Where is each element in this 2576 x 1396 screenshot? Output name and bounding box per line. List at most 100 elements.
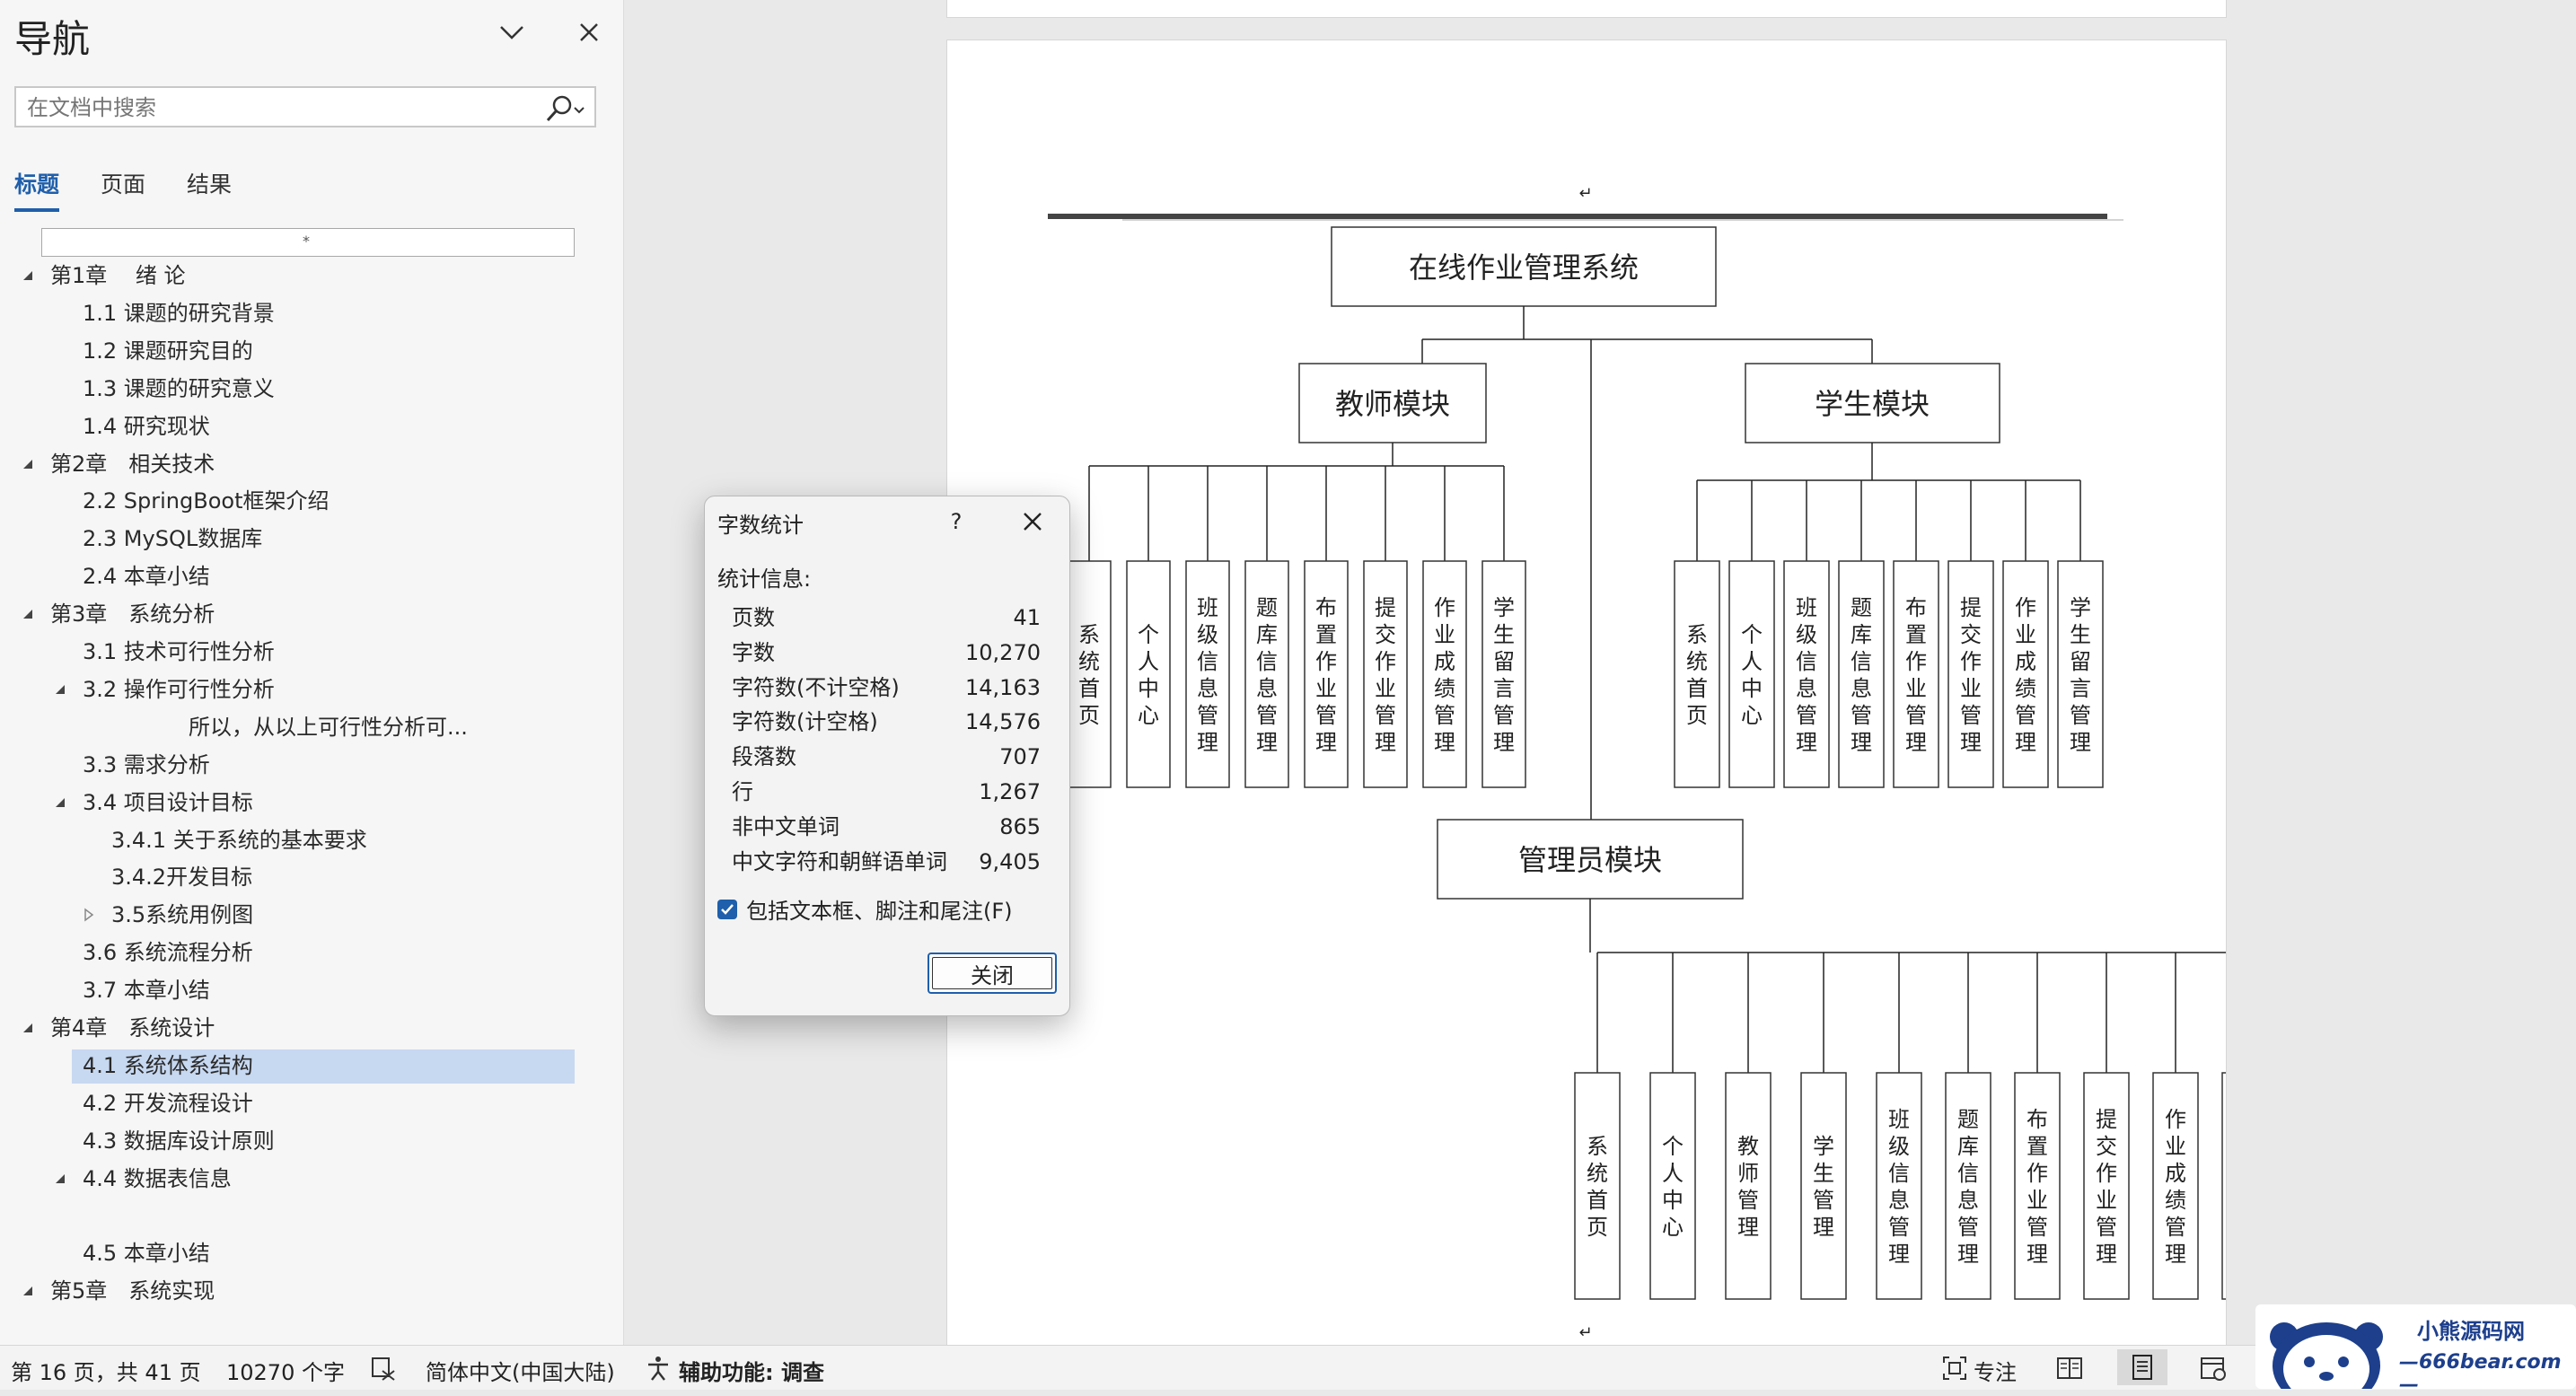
tab-pages[interactable]: 页面 [101, 171, 146, 198]
outline-label: 第2章 相关技术 [50, 451, 215, 477]
expanded-triangle-icon[interactable] [20, 606, 36, 622]
outline-item[interactable]: 3.5系统用例图 [0, 897, 623, 933]
tab-results[interactable]: 结果 [187, 171, 233, 198]
leaf-label: 作业成绩管理 [2165, 1107, 2186, 1267]
language-indicator[interactable]: 简体中文(中国大陆) [426, 1360, 615, 1385]
outline-item[interactable]: 2.2 SpringBoot框架介绍 [0, 483, 623, 519]
print-layout-button[interactable] [2117, 1349, 2167, 1385]
leaf-label: 布置作业管理 [2027, 1107, 2048, 1267]
include-textboxes-checkbox[interactable]: 包括文本框、脚注和尾注(F) [717, 893, 1013, 925]
nav-title: 导航 [14, 17, 91, 61]
focus-mode-label[interactable]: 专注 [1974, 1360, 2017, 1385]
selection-highlight [72, 1049, 575, 1084]
outline-label: 第4章 系统设计 [50, 1015, 215, 1040]
outline-label: 4.1 系统体系结构 [83, 1052, 253, 1078]
accessibility-icon[interactable] [645, 1355, 672, 1382]
outline-item[interactable]: 3.2 操作可行性分析 [0, 672, 623, 707]
expanded-triangle-icon[interactable] [52, 795, 68, 811]
outline-chapter[interactable]: 第1章 绪 论 [0, 258, 623, 294]
outline-scroll-marker[interactable]: * [41, 228, 575, 257]
admin-module-label: 管理员模块 [1518, 843, 1662, 877]
expanded-triangle-icon[interactable] [20, 268, 36, 284]
outline-item[interactable]: 3.4.1 关于系统的基本要求 [0, 822, 623, 858]
word-count-indicator[interactable]: 10270 个字 [226, 1360, 345, 1385]
outline-item[interactable]: 4.1 系统体系结构 [0, 1048, 623, 1084]
outline-item[interactable]: 3.6 系统流程分析 [0, 935, 623, 970]
expanded-triangle-icon[interactable] [20, 1020, 36, 1036]
outline-label: 2.4 本章小结 [83, 564, 210, 590]
outline-item[interactable]: 1.1 课题的研究背景 [0, 295, 623, 331]
outline-item[interactable]: 1.2 课题研究目的 [0, 333, 623, 369]
web-layout-icon[interactable] [2200, 1355, 2227, 1382]
outline-label: 3.4.1 关于系统的基本要求 [111, 827, 367, 853]
outline-item[interactable]: 3.7 本章小结 [0, 972, 623, 1008]
stat-value: 10,270 [965, 639, 1041, 665]
tab-headings[interactable]: 标题 [14, 167, 60, 212]
outline-item[interactable]: 3.1 技术可行性分析 [0, 634, 623, 670]
help-button[interactable]: ? [950, 509, 963, 534]
stat-label: 段落数 [732, 744, 796, 770]
outline-item[interactable]: 4.3 数据库设计原则 [0, 1123, 623, 1159]
accessibility-indicator[interactable]: 辅助功能: 调查 [679, 1360, 824, 1385]
close-button[interactable]: 关闭 [928, 953, 1057, 994]
diagram-box [1725, 1072, 1772, 1300]
outline-chapter[interactable]: 第4章 系统设计 [0, 1010, 623, 1046]
outline-item[interactable]: 1.4 研究现状 [0, 408, 623, 444]
proofing-icon[interactable] [370, 1355, 397, 1382]
leaf-label: 系统首页 [1686, 622, 1708, 728]
collapsed-triangle-icon[interactable] [81, 907, 97, 923]
outline-item[interactable]: 3.4 项目设计目标 [0, 785, 623, 821]
document-page[interactable]: ↵↵在线作业管理系统教师模块学生模块管理员模块系统首页个人中心班级信息管理题库信… [946, 40, 2227, 1345]
leaf-label: 布置作业管理 [1905, 595, 1927, 755]
expanded-triangle-icon[interactable] [20, 1283, 36, 1299]
leaf-label: 班级信息管理 [1888, 1107, 1910, 1267]
outline-item[interactable]: 3.4.2开发目标 [0, 859, 623, 895]
leaf-label: 作业成绩管理 [1434, 595, 1455, 755]
diagram-box [2152, 1072, 2199, 1300]
diagram-box [1437, 819, 1744, 900]
expanded-triangle-icon[interactable] [52, 681, 68, 698]
outline-chapter[interactable]: 第3章 系统分析 [0, 596, 623, 632]
leaf-label: 提交作业管理 [1375, 595, 1396, 755]
outline-label: 3.1 技术可行性分析 [83, 639, 275, 664]
checkbox-checked-icon[interactable] [717, 899, 737, 919]
outline-item[interactable]: 2.4 本章小结 [0, 558, 623, 594]
outline-label: 3.4.2开发目标 [111, 865, 253, 891]
diagram-box [1126, 560, 1171, 788]
leaf-label: 教师管理 [1737, 1134, 1759, 1240]
diagram-box [1783, 560, 1830, 788]
outline-item[interactable]: 4.5 本章小结 [0, 1235, 623, 1271]
outline-item[interactable]: 所以，从以上可行性分析可... [0, 709, 623, 745]
outline-item[interactable] [0, 1198, 623, 1234]
nav-tabs: 标题 页面 结果 [14, 167, 232, 212]
nav-close-icon[interactable] [569, 13, 609, 52]
search-input[interactable] [25, 92, 549, 124]
outline-label: 4.5 本章小结 [83, 1241, 210, 1267]
leaf-label: 个人中心 [1138, 622, 1159, 728]
nav-options-chevron-icon[interactable] [492, 13, 532, 52]
stat-value: 9,405 [979, 848, 1041, 874]
leaf-label: 班级信息管理 [1197, 595, 1218, 755]
page-indicator[interactable]: 第 16 页，共 41 页 [11, 1360, 201, 1385]
outline-item[interactable]: 4.4 数据表信息 [0, 1161, 623, 1197]
focus-mode-icon[interactable] [1941, 1355, 1968, 1382]
stat-value: 41 [1013, 605, 1041, 630]
outline-item[interactable]: 2.3 MySQL数据库 [0, 521, 623, 557]
search-field[interactable] [14, 86, 596, 127]
outline-chapter[interactable]: 第5章 系统实现 [0, 1273, 623, 1309]
read-mode-icon[interactable] [2056, 1355, 2083, 1382]
leaf-label: 题库信息管理 [1957, 1107, 1979, 1267]
stat-value: 14,163 [965, 674, 1041, 700]
outline-item[interactable]: 4.2 开发流程设计 [0, 1085, 623, 1121]
outline-label: 2.3 MySQL数据库 [83, 526, 263, 552]
outline-chapter[interactable]: 第2章 相关技术 [0, 446, 623, 482]
dialog-close-icon[interactable] [1010, 504, 1055, 540]
diagram-box [1649, 1072, 1696, 1300]
outline-item[interactable]: 1.3 课题的研究意义 [0, 371, 623, 407]
search-icon[interactable] [542, 93, 587, 124]
outline-item[interactable]: 3.3 需求分析 [0, 747, 623, 783]
expanded-triangle-icon[interactable] [20, 456, 36, 472]
leaf-label: 布置作业管理 [1315, 595, 1337, 755]
expanded-triangle-icon[interactable] [52, 1171, 68, 1187]
